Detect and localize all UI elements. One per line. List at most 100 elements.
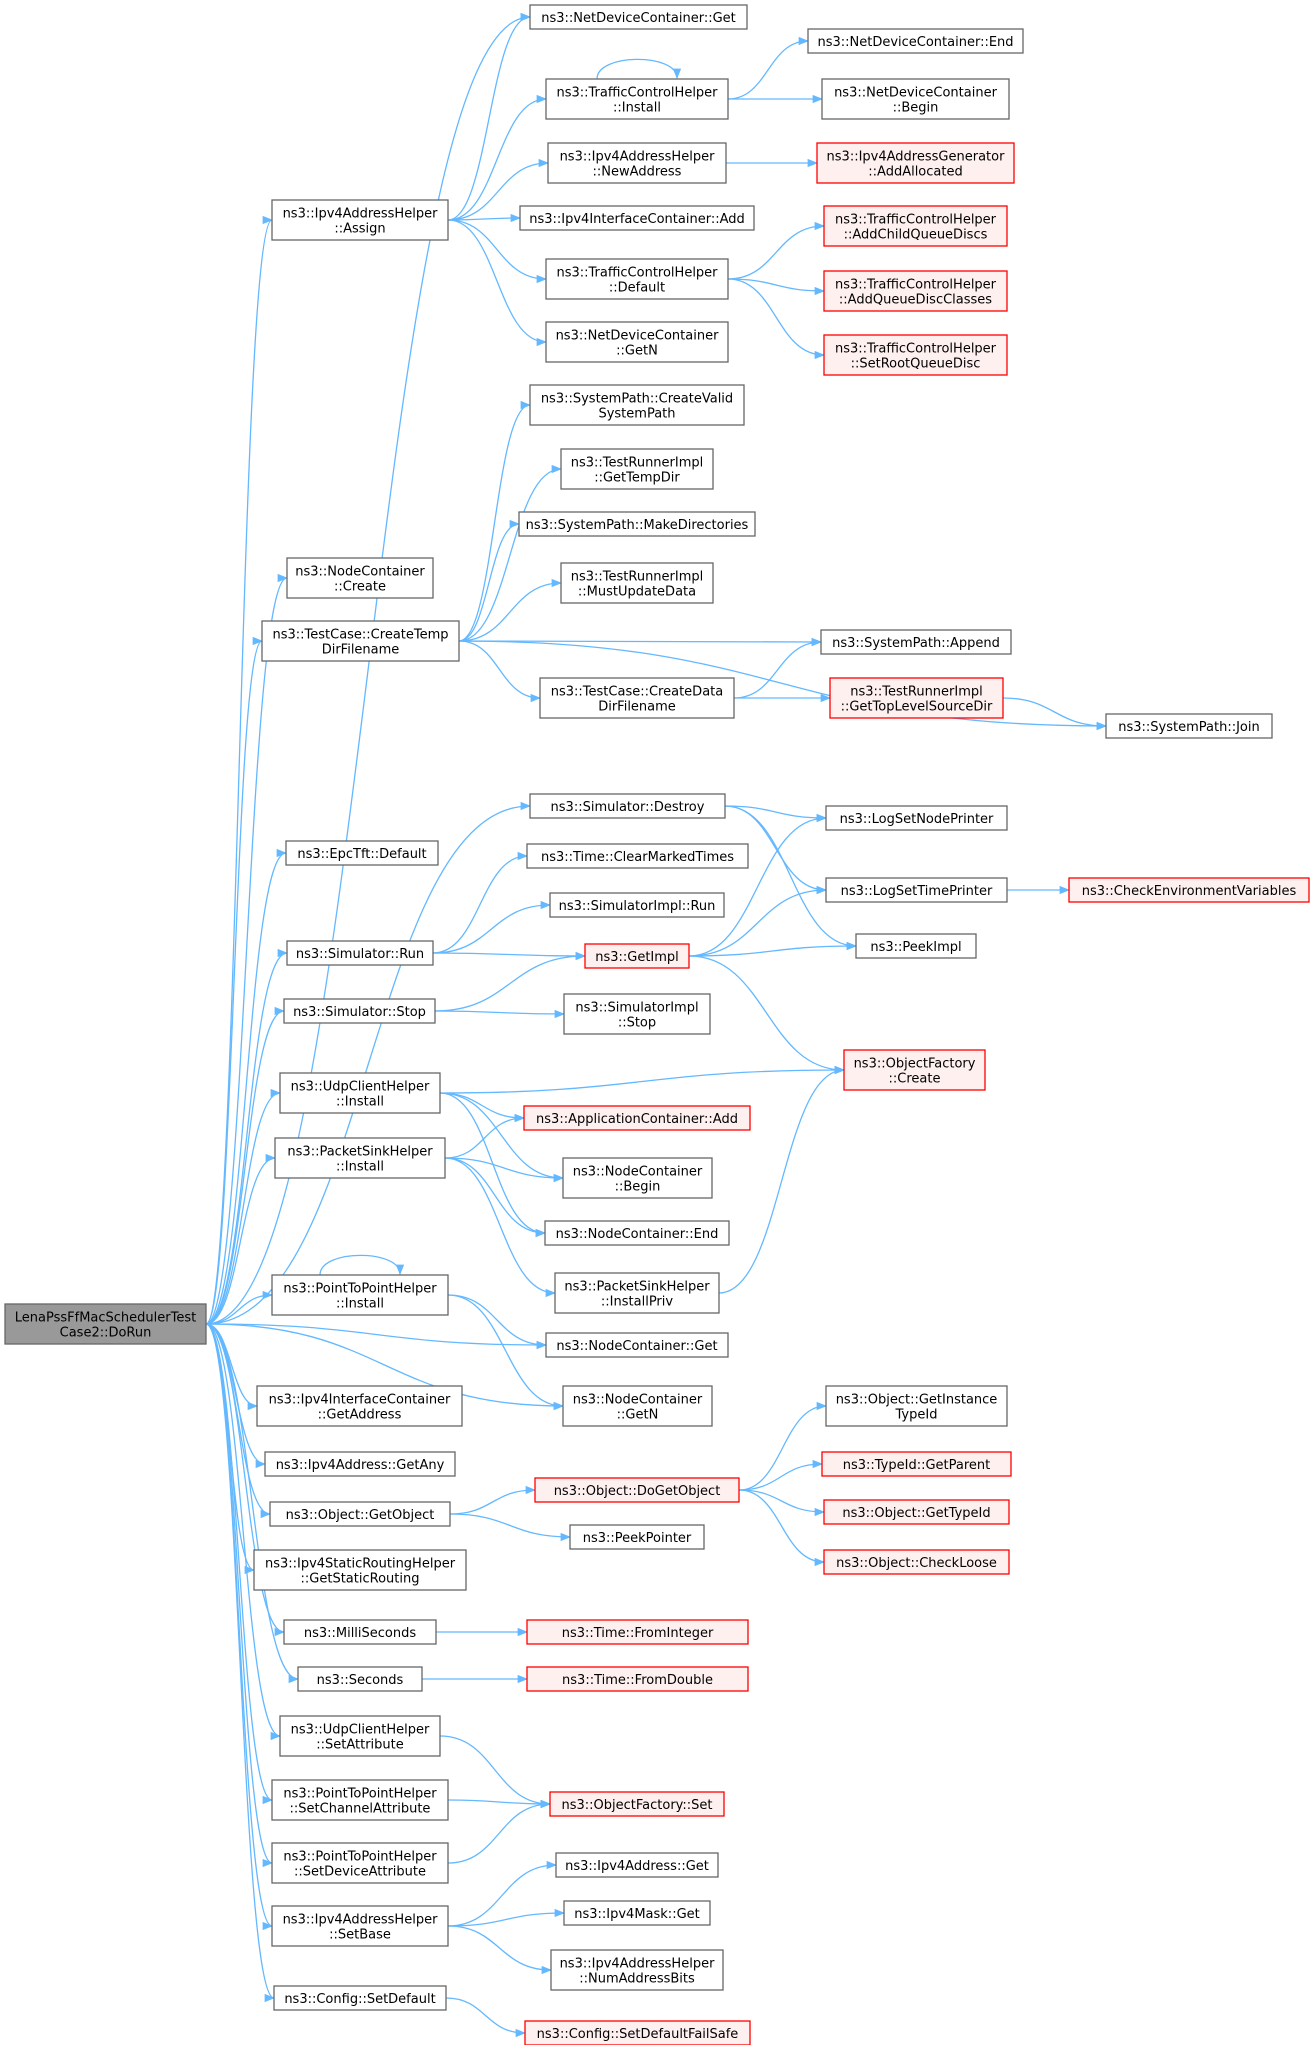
- node-tch_default[interactable]: ns3::TrafficControlHelper::Default: [545, 258, 729, 300]
- node-label-line: ns3::TrafficControlHelper: [556, 266, 718, 281]
- node-box: [843, 1049, 986, 1091]
- edges-layer: [205, 12, 1108, 2038]
- node-ndc_get[interactable]: ns3::NetDeviceContainer::Get: [529, 4, 748, 30]
- node-config_setdefault[interactable]: ns3::Config::SetDefault: [273, 1985, 447, 2011]
- node-box: [279, 1715, 441, 1757]
- edge-sim_stop-to-getimpl: [434, 951, 587, 1012]
- node-label-line: ns3::PacketSinkHelper: [564, 1280, 710, 1295]
- node-box: [283, 1619, 437, 1645]
- edge-p2p_setdevice-to-of_set: [447, 1799, 552, 1864]
- node-time_frominteger[interactable]: ns3::Time::FromInteger: [526, 1619, 749, 1645]
- node-box: [271, 1842, 449, 1884]
- node-ac_add[interactable]: ns3::ApplicationContainer::Add: [523, 1105, 751, 1131]
- node-label-line: ns3::Simulator::Destroy: [551, 800, 705, 815]
- node-checkenv[interactable]: ns3::CheckEnvironmentVariables: [1068, 877, 1310, 903]
- node-label-line: ns3::Object::CheckLoose: [836, 1556, 997, 1571]
- node-tch_addchild[interactable]: ns3::TrafficControlHelper::AddChildQueue…: [823, 205, 1008, 247]
- node-obj_dogetobject[interactable]: ns3::Object::DoGetObject: [534, 1477, 740, 1503]
- node-sim_destroy[interactable]: ns3::Simulator::Destroy: [529, 793, 726, 819]
- node-tri_mustupdate[interactable]: ns3::TestRunnerImpl::MustUpdateData: [560, 562, 714, 604]
- node-v4ic_add[interactable]: ns3::Ipv4InterfaceContainer::Add: [519, 205, 755, 231]
- node-simimpl_stop[interactable]: ns3::SimulatorImpl::Stop: [563, 993, 711, 1035]
- node-sim_run[interactable]: ns3::Simulator::Run: [286, 940, 434, 966]
- node-v4ah_assign[interactable]: ns3::Ipv4AddressHelper::Assign: [271, 199, 449, 241]
- node-v4ag_addalloc[interactable]: ns3::Ipv4AddressGenerator::AddAllocated: [816, 142, 1015, 184]
- node-obj_getobject[interactable]: ns3::Object::GetObject: [269, 1501, 451, 1527]
- node-box: [825, 877, 1008, 903]
- node-label-line: ns3::NodeContainer::End: [556, 1227, 719, 1242]
- edge-uch_install-to-nc_begin: [439, 1092, 565, 1183]
- node-peekimpl[interactable]: ns3::PeekImpl: [855, 933, 977, 959]
- node-box: [562, 1157, 713, 1199]
- node-getimpl[interactable]: ns3::GetImpl: [584, 943, 690, 969]
- node-obj_gettypeid[interactable]: ns3::Object::GetTypeId: [823, 1499, 1010, 1525]
- node-v4ic_getaddr[interactable]: ns3::Ipv4InterfaceContainer::GetAddress: [256, 1385, 463, 1427]
- node-nc_getn[interactable]: ns3::NodeContainer::GetN: [562, 1385, 713, 1427]
- node-logsettime[interactable]: ns3::LogSetTimePrinter: [825, 877, 1008, 903]
- edge-obj_getobject-to-obj_dogetobject: [449, 1485, 537, 1515]
- node-p2p_setdevice[interactable]: ns3::PointToPointHelper::SetDeviceAttrib…: [271, 1842, 449, 1884]
- edge-v4ah_assign-to-tch_install: [447, 94, 548, 221]
- node-of_create[interactable]: ns3::ObjectFactory::Create: [843, 1049, 986, 1091]
- node-label-line: ns3::GetImpl: [595, 950, 679, 965]
- node-nc_get[interactable]: ns3::NodeContainer::Get: [545, 1332, 729, 1358]
- node-peekpointer[interactable]: ns3::PeekPointer: [569, 1524, 705, 1550]
- node-box: [273, 1985, 447, 2011]
- node-v4ah_numaddr[interactable]: ns3::Ipv4AddressHelper::NumAddressBits: [550, 1949, 724, 1991]
- node-label-line: ns3::Object::GetTypeId: [842, 1506, 990, 1521]
- node-simimpl_run[interactable]: ns3::SimulatorImpl::Run: [549, 892, 725, 918]
- node-time_fromdouble[interactable]: ns3::Time::FromDouble: [526, 1666, 749, 1692]
- node-v4addr_getany[interactable]: ns3::Ipv4Address::GetAny: [264, 1451, 456, 1477]
- node-box: [529, 793, 726, 819]
- node-ndc_getn[interactable]: ns3::NetDeviceContainer::GetN: [545, 321, 729, 363]
- node-label-line: ns3::CheckEnvironmentVariables: [1082, 884, 1297, 899]
- node-tri_gettoplevel[interactable]: ns3::TestRunnerImpl::GetTopLevelSourceDi…: [829, 677, 1004, 719]
- node-tch_addqdc[interactable]: ns3::TrafficControlHelper::AddQueueDiscC…: [823, 270, 1008, 312]
- node-box: [539, 677, 735, 719]
- node-box: [820, 629, 1012, 655]
- node-ndc_end[interactable]: ns3::NetDeviceContainer::End: [807, 28, 1024, 54]
- node-sp_makedirs[interactable]: ns3::SystemPath::MakeDirectories: [518, 511, 756, 537]
- node-nc_end[interactable]: ns3::NodeContainer::End: [544, 1220, 730, 1246]
- node-uch_setattr[interactable]: ns3::UdpClientHelper::SetAttribute: [279, 1715, 441, 1757]
- node-box: [283, 998, 436, 1024]
- node-of_set[interactable]: ns3::ObjectFactory::Set: [549, 1791, 725, 1817]
- node-v4addr_get[interactable]: ns3::Ipv4Address::Get: [555, 1852, 719, 1878]
- node-sp_append[interactable]: ns3::SystemPath::Append: [820, 629, 1012, 655]
- node-v4ah_setbase[interactable]: ns3::Ipv4AddressHelper::SetBase: [271, 1905, 449, 1947]
- node-psh_install[interactable]: ns3::PacketSinkHelper::Install: [274, 1137, 446, 1179]
- node-sim_stop[interactable]: ns3::Simulator::Stop: [283, 998, 436, 1024]
- node-psh_installpriv[interactable]: ns3::PacketSinkHelper::InstallPriv: [554, 1272, 720, 1314]
- node-nc_begin[interactable]: ns3::NodeContainer::Begin: [562, 1157, 713, 1199]
- node-time_clearmarked[interactable]: ns3::Time::ClearMarkedTimes: [526, 843, 749, 869]
- node-label-line: ns3::Ipv4StaticRoutingHelper: [265, 1557, 456, 1572]
- node-v4mask_get[interactable]: ns3::Ipv4Mask::Get: [563, 1900, 711, 1926]
- node-box: [560, 448, 714, 490]
- node-seconds[interactable]: ns3::Seconds: [297, 1666, 423, 1692]
- node-uch_install[interactable]: ns3::UdpClientHelper::Install: [279, 1072, 441, 1114]
- node-v4ah_newaddr[interactable]: ns3::Ipv4AddressHelper::NewAddress: [547, 142, 727, 184]
- node-tch_install[interactable]: ns3::TrafficControlHelper::Install: [545, 78, 729, 120]
- edge-tc_createtemp-to-sp_makedirs: [458, 519, 521, 642]
- node-nc_create[interactable]: ns3::NodeContainer::Create: [286, 557, 434, 599]
- node-p2p_install[interactable]: ns3::PointToPointHelper::Install: [271, 1274, 449, 1316]
- node-typeid_getparent[interactable]: ns3::TypeId::GetParent: [821, 1451, 1012, 1477]
- node-milliseconds[interactable]: ns3::MilliSeconds: [283, 1619, 437, 1645]
- node-epctft_default[interactable]: ns3::EpcTft::Default: [285, 840, 439, 866]
- node-tri_gettempdir[interactable]: ns3::TestRunnerImpl::GetTempDir: [560, 448, 714, 490]
- node-label-line: ::AddAllocated: [868, 165, 962, 180]
- node-tch_setroot[interactable]: ns3::TrafficControlHelper::SetRootQueueD…: [823, 334, 1008, 376]
- node-config_setdefaultfs[interactable]: ns3::Config::SetDefaultFailSafe: [524, 2020, 751, 2045]
- node-logsetnode[interactable]: ns3::LogSetNodePrinter: [825, 805, 1008, 831]
- node-label-line: ns3::PointToPointHelper: [283, 1850, 437, 1865]
- node-v4srh_getstatic[interactable]: ns3::Ipv4StaticRoutingHelper::GetStaticR…: [253, 1549, 467, 1591]
- node-ndc_begin[interactable]: ns3::NetDeviceContainer::Begin: [821, 78, 1010, 120]
- node-sp_join[interactable]: ns3::SystemPath::Join: [1105, 713, 1273, 739]
- node-obj_checkloose[interactable]: ns3::Object::CheckLoose: [823, 1549, 1010, 1575]
- node-p2p_setchannel[interactable]: ns3::PointToPointHelper::SetChannelAttri…: [271, 1779, 449, 1821]
